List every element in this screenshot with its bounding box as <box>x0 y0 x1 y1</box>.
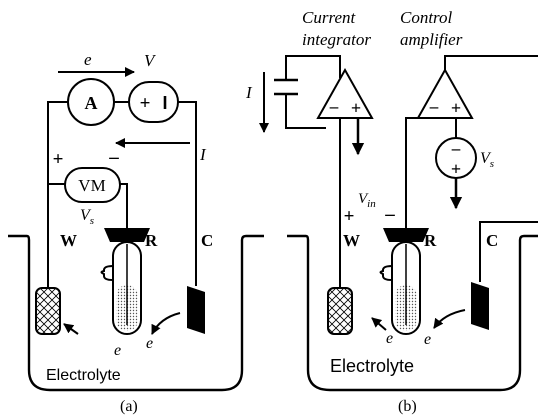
source-plus-sign: + <box>140 93 151 114</box>
circuit-wire-right <box>178 101 197 286</box>
panel-a-caption: (a) <box>120 398 138 415</box>
counter-electrode-label-b: C <box>486 231 498 250</box>
voltage-label-top: V <box>144 51 157 70</box>
amplifier-title-line1: Control <box>400 8 453 27</box>
voltmeter-wire-right <box>120 183 128 228</box>
circuit-wire-left <box>47 101 68 288</box>
beaker-a <box>8 234 264 392</box>
electron-arrow-to-working <box>63 323 79 335</box>
opamp2-plus: + <box>451 98 461 118</box>
electron-label-b1: e <box>386 330 393 347</box>
panel-a: e V A + I I + – VM Vs W <box>8 50 264 415</box>
vs-source-minus: – <box>451 139 461 158</box>
working-electrode-b <box>327 287 353 335</box>
voltmeter-plus-sign: + <box>53 149 64 170</box>
vin-minus-sign: – <box>384 204 395 225</box>
integrator-title-line1: Current <box>302 8 356 27</box>
electron-arrow-from-counter <box>151 312 181 335</box>
current-integrator-opamp <box>316 67 374 119</box>
integrator-title-line2: integrator <box>302 30 371 49</box>
counter-electrode-label: C <box>201 231 213 250</box>
voltmeter-label: VM <box>78 176 105 195</box>
voltage-source <box>128 81 179 123</box>
electron-label-a2: e <box>146 335 153 352</box>
integrator-loop-wire-top <box>285 55 341 80</box>
integrator-loop-wire-bottom <box>285 94 326 129</box>
panel-b: Current integrator Control amplifier I –… <box>245 8 538 415</box>
control-amplifier-opamp <box>416 67 474 119</box>
opamp2-minus: – <box>429 97 439 116</box>
vs-label-b: Vs <box>480 150 494 170</box>
reference-electrode-wire-b <box>405 117 418 228</box>
amplifier-title-line2: amplifier <box>400 30 463 49</box>
opamp1-minus: – <box>329 97 339 116</box>
vin-label: Vin <box>358 191 376 210</box>
opamp1-plus: + <box>351 98 361 118</box>
voltmeter-minus-sign: – <box>108 147 119 168</box>
electron-label-b2: e <box>424 331 431 348</box>
reference-electrode-bracket <box>100 265 114 281</box>
reference-electrode-label-b: R <box>424 231 437 250</box>
beaker-b <box>287 234 538 392</box>
electrolyte-label-b: Electrolyte <box>330 356 414 376</box>
reference-electrode-label: R <box>145 231 158 250</box>
working-electrode <box>35 287 61 335</box>
vin-plus-sign: + <box>344 206 355 227</box>
working-electrode-label-b: W <box>343 231 360 250</box>
reference-electrode-bracket-b <box>379 265 393 281</box>
control-output-wire <box>444 55 538 70</box>
electron-arrow-to-working-b <box>371 317 387 331</box>
ammeter-label: A <box>85 93 98 113</box>
current-label: I <box>199 145 207 164</box>
electron-label-top: e <box>84 50 92 69</box>
vs-source-plus: + <box>451 159 461 179</box>
source-minus-sign: I <box>162 93 167 113</box>
reference-electrode-cap <box>104 228 150 242</box>
panel-b-caption: (b) <box>398 398 417 415</box>
counter-electrode-wire-b <box>479 221 538 282</box>
electrolyte-label-a: Electrolyte <box>46 367 121 384</box>
reference-electrode-cap-b <box>383 228 429 242</box>
vs-label-a: Vs <box>80 207 94 227</box>
working-electrode-label: W <box>60 231 77 250</box>
current-label-b: I <box>245 83 253 102</box>
counter-electrode <box>187 286 205 334</box>
electron-arrow-from-counter-b <box>433 309 466 329</box>
ammeter <box>67 78 115 126</box>
voltmeter <box>64 167 121 203</box>
counter-electrode-b <box>471 282 489 330</box>
electron-label-a1: e <box>114 342 121 359</box>
